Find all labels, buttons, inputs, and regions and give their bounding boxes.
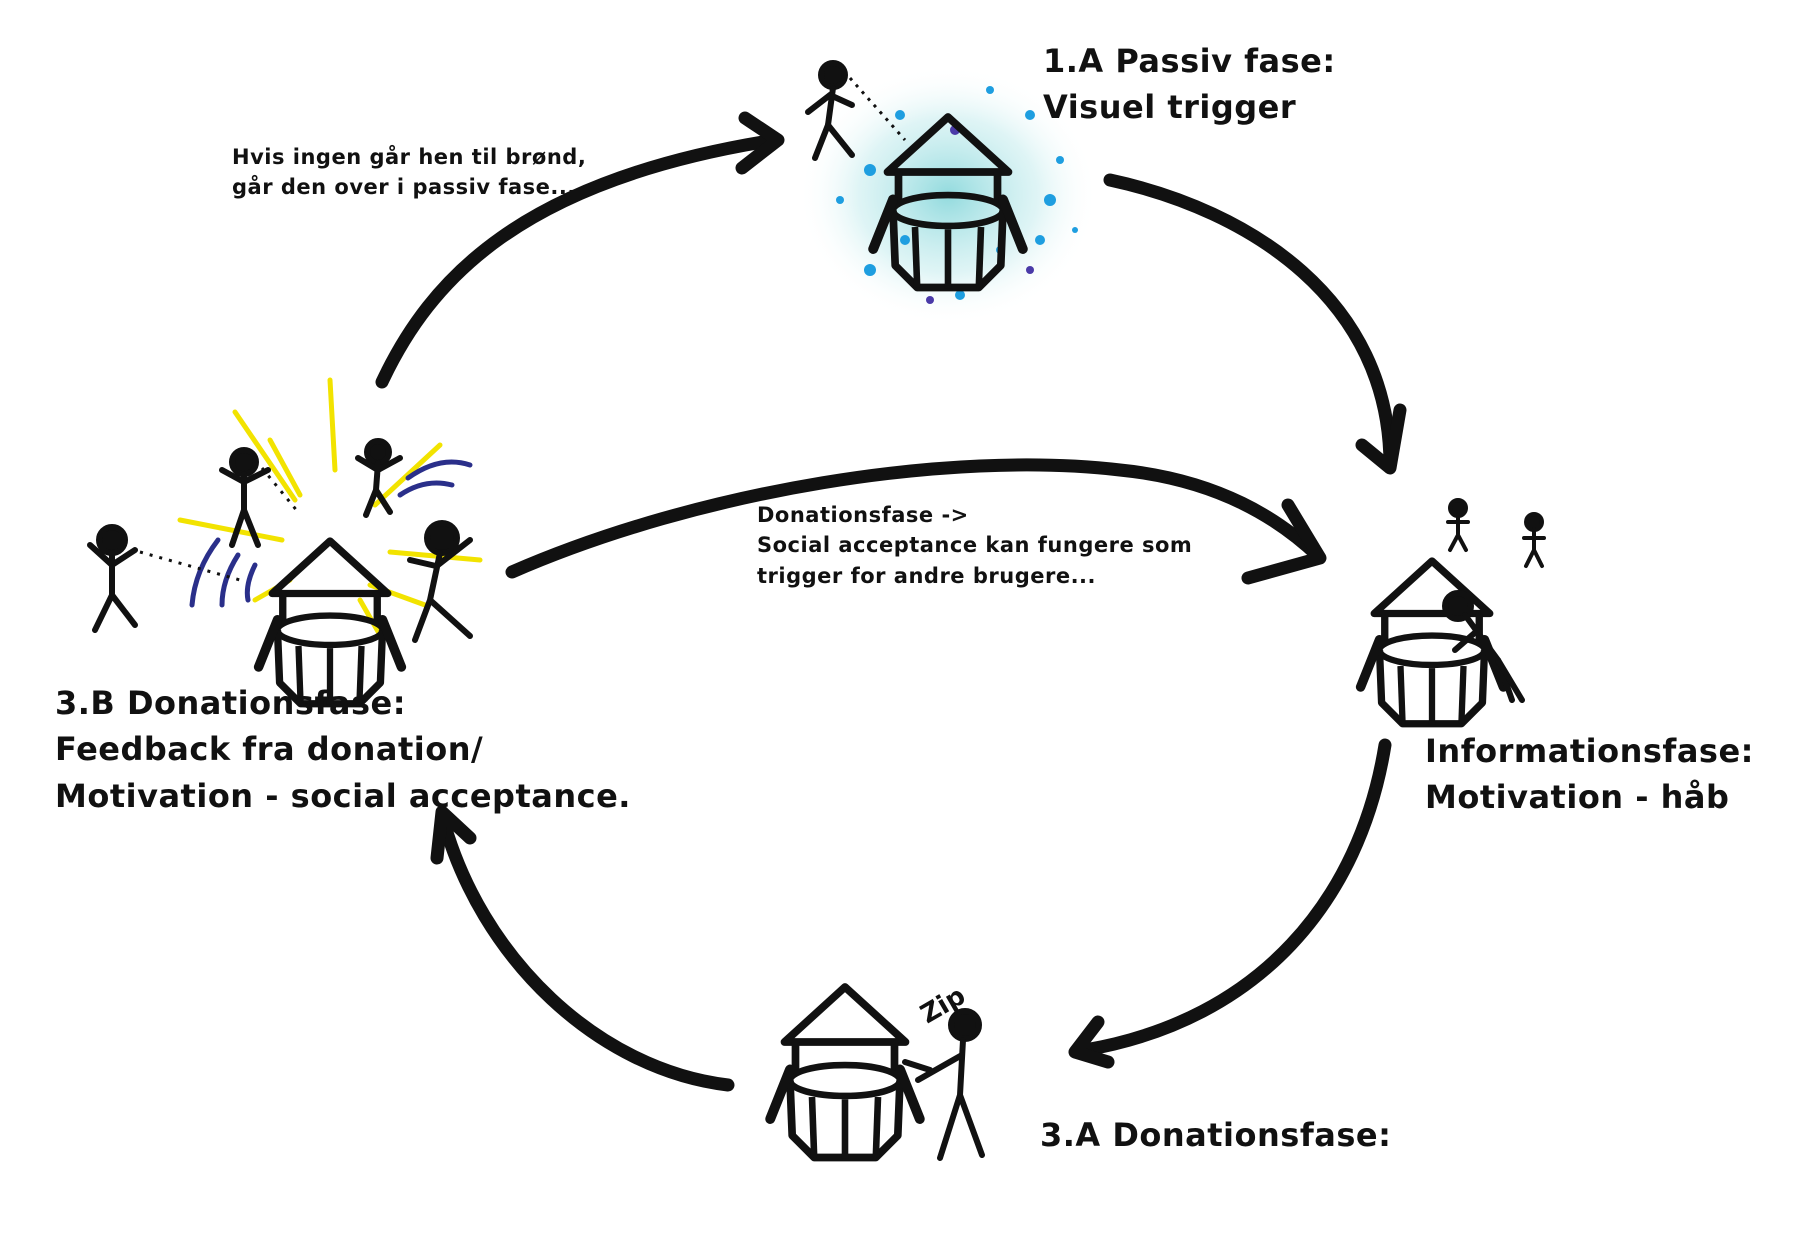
arrowhead-donation-b [430, 805, 477, 865]
passive-note: Hvis ingen går hen til brønd, går den ov… [232, 142, 586, 203]
information-well-illustration [1361, 498, 1546, 725]
social-note-line-2: Social acceptance kan fungere som [757, 533, 1193, 558]
arrowhead-passive [735, 111, 785, 175]
arrowhead-information [1355, 403, 1407, 475]
information-phase-subtitle: Motivation - håb [1425, 778, 1730, 817]
social-note: Donationsfase -> Social acceptance kan f… [757, 500, 1192, 591]
passive-phase-label: 1.A Passiv fase: Visuel trigger [1043, 38, 1336, 131]
donation-a-phase-label: 3.A Donationsfase: [1040, 1112, 1391, 1158]
cycle-arrows [375, 111, 1407, 1092]
passive-phase-title: 1.A Passiv fase: [1043, 42, 1336, 80]
arrowhead-donation-a [1068, 1015, 1115, 1069]
arrow-to-passive [375, 133, 782, 389]
information-phase-title: Informationsfase: [1425, 732, 1754, 770]
passive-well-illustration [798, 60, 1098, 325]
sparkles [836, 86, 1078, 304]
donation-a-well-illustration: Zip [770, 981, 985, 1159]
sound-waves [189, 459, 473, 608]
donation-b-phase-subtitle-2: Motivation - social acceptance. [55, 776, 631, 815]
arrowhead-social [1241, 498, 1327, 585]
arrow-to-information [1103, 173, 1397, 472]
passive-note-line-2: går den over i passiv fase... [232, 175, 576, 200]
donation-b-phase-title: 3.B Donationsfase: [55, 684, 407, 722]
passive-phase-subtitle: Visuel trigger [1043, 88, 1297, 127]
arrow-social [505, 458, 1325, 579]
social-note-line-1: Donationsfase -> [757, 503, 969, 527]
donation-b-phase-subtitle: Feedback fra donation/ [55, 730, 484, 769]
donation-b-well-illustration [87, 377, 483, 705]
donation-a-phase-title: 3.A Donationsfase: [1040, 1116, 1392, 1154]
social-note-line-3: trigger for andre brugere... [757, 563, 1097, 588]
information-phase-label: Informationsfase: Motivation - håb [1425, 728, 1754, 821]
passive-stick-figure [805, 60, 855, 161]
donation-b-phase-label: 3.B Donationsfase: Feedback fra donation… [55, 680, 631, 819]
passive-note-line-1: Hvis ingen går hen til brønd, [232, 145, 587, 169]
arrow-to-donation-b [435, 808, 735, 1092]
arrow-to-donation-a [1078, 738, 1392, 1057]
